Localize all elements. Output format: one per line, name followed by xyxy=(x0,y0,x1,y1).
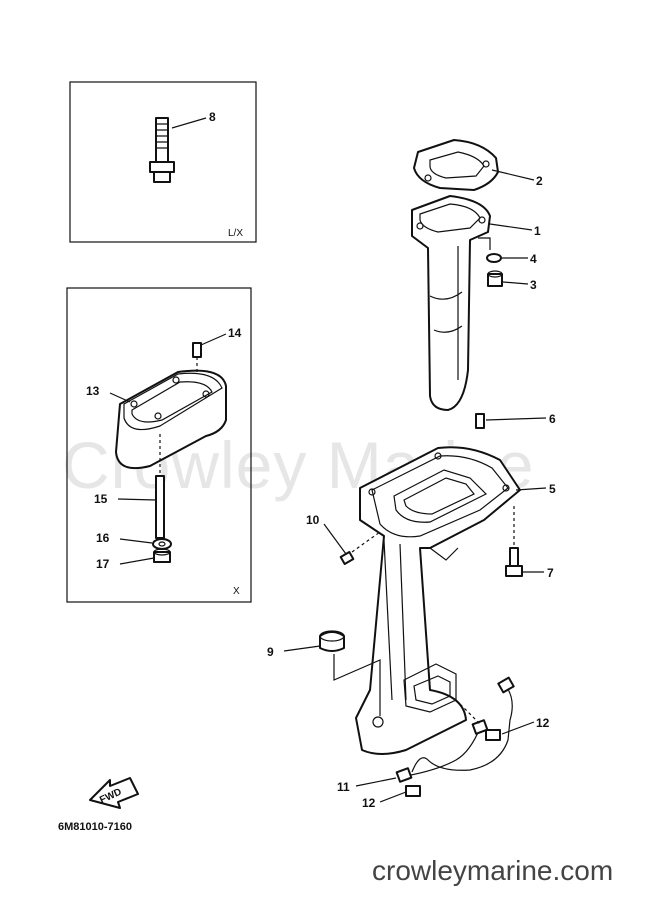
callout-7: 7 xyxy=(547,566,554,580)
inset-x-label: X xyxy=(233,586,240,597)
callout-10: 10 xyxy=(306,513,320,527)
leader-8 xyxy=(171,117,207,129)
part-6-pin xyxy=(475,413,485,429)
inset-lx-label: L/X xyxy=(228,228,243,239)
part-8-bolt xyxy=(149,117,175,183)
part-3-bolt xyxy=(487,270,503,287)
callout-3: 3 xyxy=(530,278,537,292)
callout-9: 9 xyxy=(267,645,274,659)
part-1-upper-casing xyxy=(411,195,491,411)
part-9-plug xyxy=(319,630,345,652)
callout-15: 15 xyxy=(94,492,108,506)
part-12-screw-a xyxy=(485,729,501,741)
part-14-pin xyxy=(192,342,202,375)
callout-17: 17 xyxy=(96,557,110,571)
callout-1: 1 xyxy=(534,224,541,238)
leader-12a xyxy=(501,721,535,735)
part-10-dowel xyxy=(339,551,355,565)
leader-17 xyxy=(119,557,155,565)
callout-8: 8 xyxy=(209,110,216,124)
part-12-screw-b xyxy=(405,785,421,797)
callout-13: 13 xyxy=(86,384,100,398)
website-url: crowleymarine.com xyxy=(372,855,613,886)
part-13-spacer xyxy=(115,369,227,470)
leader-3 xyxy=(502,281,529,285)
leader-10 xyxy=(323,523,347,555)
part-16-washer xyxy=(152,538,172,550)
part-4-washer xyxy=(486,253,502,263)
part-7-bolt xyxy=(505,547,523,577)
diagram-part-code: 6M81010-7160 xyxy=(58,821,132,833)
leader-12b xyxy=(379,791,407,803)
leader-9 xyxy=(283,645,321,652)
leader-5 xyxy=(515,487,547,491)
callout-14: 14 xyxy=(228,326,242,340)
leader-13 xyxy=(109,392,131,403)
part-2-gasket xyxy=(413,139,499,191)
part-15-stud xyxy=(155,475,165,539)
callout-11: 11 xyxy=(337,780,350,794)
leader-2 xyxy=(491,169,535,181)
callout-12b: 12 xyxy=(362,796,376,810)
callout-4: 4 xyxy=(530,252,537,266)
callout-16: 16 xyxy=(96,531,110,545)
part-5-lower-casing xyxy=(355,446,521,755)
fwd-arrow-icon: FWD xyxy=(89,777,139,809)
leader-14 xyxy=(200,333,227,346)
inset-box-x: X 14 13 15 16 xyxy=(66,287,252,603)
leader-1 xyxy=(489,223,533,231)
leader-16 xyxy=(119,538,153,544)
callout-12a: 12 xyxy=(536,716,550,730)
inset-box-lx: L/X 8 xyxy=(69,81,257,243)
callout-6: 6 xyxy=(549,412,556,426)
leader-6 xyxy=(485,417,547,421)
part-17-nut xyxy=(153,548,171,563)
callout-5: 5 xyxy=(549,482,556,496)
leader-15 xyxy=(117,498,157,501)
part-11-ground-lead xyxy=(395,676,515,783)
leader-11 xyxy=(355,777,397,787)
callout-2: 2 xyxy=(536,174,543,188)
